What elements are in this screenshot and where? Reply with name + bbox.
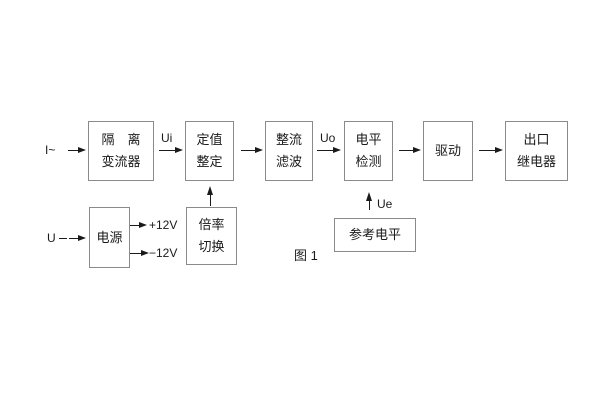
block-reference-level: 参考电平	[334, 218, 416, 252]
arrow-ratio-to-setting	[206, 186, 213, 206]
label-input-voltage: U	[47, 231, 56, 245]
block-rectifier-line2: 滤波	[275, 154, 302, 169]
block-ratio-line2: 切换	[198, 239, 225, 254]
label-input-current: I~	[45, 143, 56, 157]
block-drive: 驱动	[423, 121, 473, 181]
block-relay-line1: 出口	[523, 132, 550, 147]
block-isolation-line2: 变流器	[101, 154, 141, 169]
block-rectifier-filter: 整流 滤波	[265, 121, 313, 181]
arrow-input-voltage-to-power	[69, 234, 86, 241]
block-ratio-line1: 倍率	[198, 217, 225, 232]
arrow-drive-to-relay	[479, 146, 503, 153]
block-rectifier-line1: 整流	[275, 132, 302, 147]
block-setpoint-setting: 定值 整定	[185, 121, 234, 181]
arrow-input-current-to-isolation	[68, 146, 86, 153]
block-power-supply: 电源	[89, 207, 130, 268]
arrow-level-to-drive	[399, 146, 421, 153]
block-relay-line2: 继电器	[516, 154, 556, 169]
label-plus-12v: +12V	[149, 218, 178, 232]
label-minus-12v: −12V	[149, 246, 178, 260]
arrow-setting-to-rectifier	[241, 146, 263, 153]
block-level-line2: 检测	[355, 154, 382, 169]
label-ui: Ui	[161, 131, 173, 145]
label-ue: Ue	[377, 197, 393, 211]
block-ratio-switch: 倍率 切换	[186, 207, 237, 265]
arrow-power-plus-12v	[130, 221, 147, 228]
figure-caption: 图 1	[294, 248, 318, 263]
block-reference-line1: 参考电平	[348, 227, 401, 242]
line-input-voltage-dash	[59, 238, 67, 239]
arrow-rectifier-to-level	[317, 146, 341, 153]
block-setting-line2: 整定	[196, 154, 223, 169]
block-isolation-line1: 隔 离	[101, 132, 141, 147]
block-setting-line1: 定值	[196, 132, 223, 147]
label-uo: Uo	[320, 131, 336, 145]
block-output-relay: 出口 继电器	[505, 121, 568, 181]
arrow-reference-ue-to-level	[365, 192, 372, 210]
arrow-isolation-to-setting	[159, 146, 183, 153]
block-isolation-transformer: 隔 离 变流器	[88, 121, 154, 181]
block-level-line1: 电平	[355, 132, 382, 147]
arrow-power-minus-12v	[130, 249, 149, 256]
block-power-line1: 电源	[96, 229, 123, 245]
block-level-detection: 电平 检测	[344, 121, 393, 181]
block-drive-line1: 驱动	[434, 143, 461, 158]
